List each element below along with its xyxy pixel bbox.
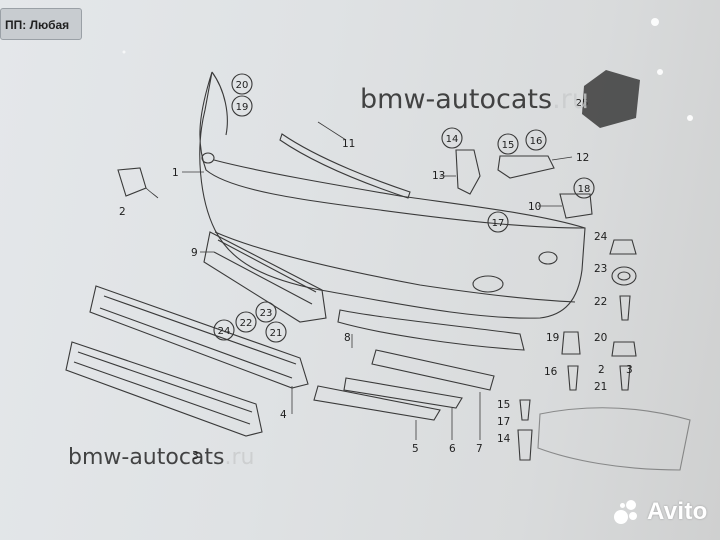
svg-text:3: 3 xyxy=(626,364,633,376)
svg-text:1: 1 xyxy=(172,167,179,179)
watermark-top: bmw-autocats.ru xyxy=(360,84,589,115)
circled-callouts: 20 19 14 15 16 18 17 23 22 24 21 25 xyxy=(213,73,595,343)
avito-logo: Avito xyxy=(612,498,708,526)
svg-text:2: 2 xyxy=(598,364,605,376)
bumper-cover xyxy=(199,71,586,319)
svg-text:19: 19 xyxy=(236,102,249,113)
svg-text:16: 16 xyxy=(530,136,543,147)
filter-chip[interactable]: ПП: Любая xyxy=(0,8,82,40)
trim-strip xyxy=(279,133,411,199)
svg-text:17: 17 xyxy=(492,218,505,229)
svg-text:6: 6 xyxy=(449,443,456,455)
svg-text:15: 15 xyxy=(502,140,515,151)
svg-text:24: 24 xyxy=(218,326,231,337)
svg-text:24: 24 xyxy=(594,231,608,243)
svg-text:5: 5 xyxy=(412,443,419,455)
hardware-column xyxy=(517,239,691,471)
svg-text:23: 23 xyxy=(260,308,273,319)
svg-text:10: 10 xyxy=(528,201,541,213)
svg-text:25: 25 xyxy=(576,98,589,109)
svg-text:9: 9 xyxy=(191,247,198,259)
svg-text:18: 18 xyxy=(578,184,591,195)
svg-text:15: 15 xyxy=(497,399,510,411)
svg-text:22: 22 xyxy=(594,296,607,308)
svg-text:3: 3 xyxy=(192,450,199,462)
svg-text:14: 14 xyxy=(446,134,459,145)
svg-text:11: 11 xyxy=(342,138,355,150)
svg-text:8: 8 xyxy=(344,332,351,344)
svg-text:20: 20 xyxy=(594,332,607,344)
part-labels: 1 2 3 4 5 6 7 8 9 10 11 12 13 2 3 15 17 … xyxy=(119,138,633,462)
avito-wordmark: Avito xyxy=(647,498,708,525)
svg-text:23: 23 xyxy=(594,263,607,275)
svg-text:21: 21 xyxy=(594,381,607,393)
svg-text:22: 22 xyxy=(240,318,253,329)
reinforcement xyxy=(203,231,327,323)
svg-text:16: 16 xyxy=(544,366,558,378)
svg-text:20: 20 xyxy=(236,80,249,91)
avito-dots-icon xyxy=(612,498,642,526)
svg-text:7: 7 xyxy=(476,443,483,455)
svg-text:21: 21 xyxy=(270,328,283,339)
impact-absorbers xyxy=(65,285,309,437)
svg-text:12: 12 xyxy=(576,152,589,164)
svg-text:4: 4 xyxy=(280,409,287,421)
watermark-bottom: bmw-autocats.ru xyxy=(68,445,255,470)
svg-text:13: 13 xyxy=(432,170,445,182)
svg-text:2: 2 xyxy=(119,206,126,218)
svg-text:14: 14 xyxy=(497,433,511,445)
svg-text:17: 17 xyxy=(497,416,510,428)
svg-text:19: 19 xyxy=(546,332,559,344)
